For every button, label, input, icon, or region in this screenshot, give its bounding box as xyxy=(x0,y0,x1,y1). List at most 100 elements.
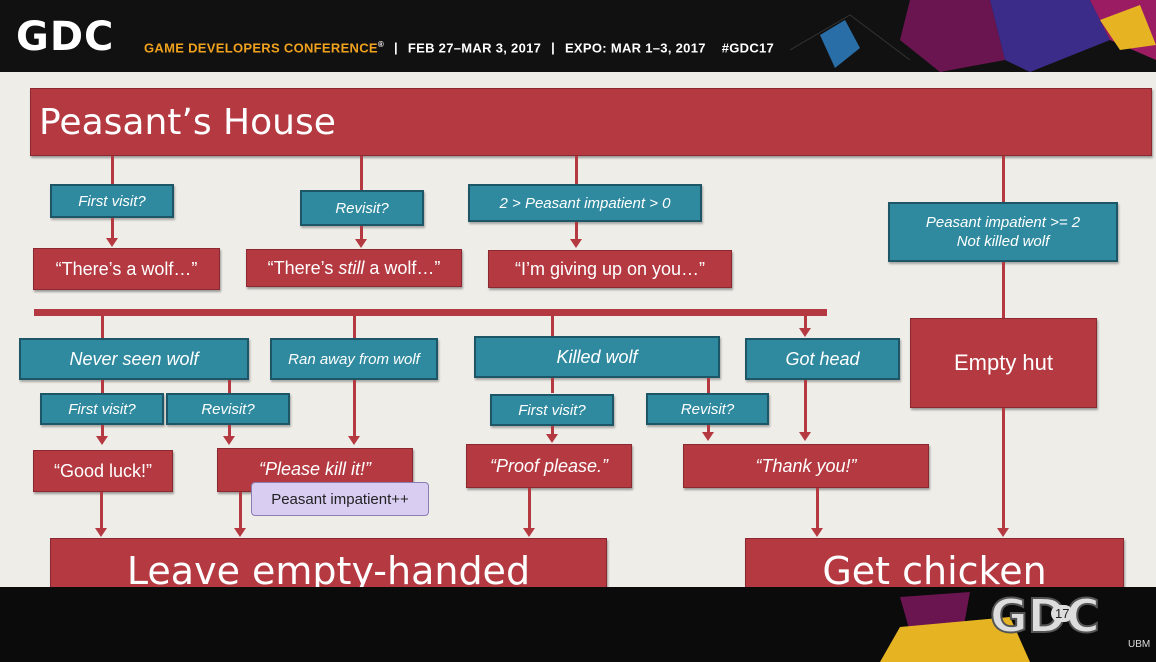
condition-label: 2 > Peasant impatient > 0 xyxy=(499,194,671,212)
response-text-suffix: a wolf…” xyxy=(364,257,441,278)
arrow-head xyxy=(523,528,535,537)
connector-line xyxy=(101,316,104,338)
banner-info: GAME DEVELOPERS CONFERENCE® | FEB 27–MAR… xyxy=(144,40,775,56)
gdc-logo: GDC xyxy=(16,14,115,60)
outcome-label: Empty hut xyxy=(953,350,1054,375)
condition-label: Revisit? xyxy=(335,199,389,217)
expo-dates: EXPO: MAR 1–3, 2017 xyxy=(564,40,706,56)
outcome-label: Get chicken xyxy=(822,549,1047,587)
conference-banner: GDC GAME DEVELOPERS CONFERENCE® | FEB 27… xyxy=(0,0,1156,72)
connector-line xyxy=(816,488,819,528)
state-ran-away: Ran away from wolf xyxy=(270,338,438,380)
response-theres-still-a-wolf: “There’s still a wolf…” xyxy=(246,249,462,287)
connector-line xyxy=(228,380,231,393)
arrow-head xyxy=(96,436,108,445)
footer-gdc-logo: GDC xyxy=(989,588,1101,644)
state-got-head: Got head xyxy=(745,338,900,380)
condition-first-visit: First visit? xyxy=(490,394,614,426)
connector-line xyxy=(1002,262,1005,318)
arrow-head xyxy=(799,328,811,337)
response-text: “I’m giving up on you…” xyxy=(514,258,706,279)
condition-impatient-high: Peasant impatient >= 2 Not killed wolf xyxy=(888,202,1118,262)
footer-sponsor: UBM xyxy=(1128,639,1151,650)
footer: GDC 17 UBM xyxy=(0,587,1156,662)
arrow-head xyxy=(546,434,558,443)
connector-line xyxy=(101,425,104,436)
page-title: Peasant’s House xyxy=(39,101,336,143)
connector-line xyxy=(551,378,554,393)
condition-revisit: Revisit? xyxy=(300,190,424,226)
arrow-head xyxy=(223,436,235,445)
connector-line xyxy=(111,156,114,184)
condition-label: First visit? xyxy=(518,401,586,419)
state-label: Ran away from wolf xyxy=(288,350,420,368)
connector-line xyxy=(239,492,242,528)
connector-line xyxy=(360,226,363,239)
arrow-head xyxy=(348,436,360,445)
condition-label: First visit? xyxy=(68,400,136,418)
arrow-head xyxy=(570,239,582,248)
conference-name: GAME DEVELOPERS CONFERENCE xyxy=(144,40,378,56)
connector-line xyxy=(100,492,103,528)
note-text: Peasant impatient++ xyxy=(271,490,409,508)
state-label: Killed wolf xyxy=(556,346,638,367)
response-text: “Thank you!” xyxy=(755,455,857,476)
condition-label: Peasant impatient >= 2 xyxy=(925,214,1081,231)
hashtag: #GDC17 xyxy=(721,40,775,56)
response-giving-up: “I’m giving up on you…” xyxy=(488,250,732,288)
connector-line xyxy=(353,316,356,338)
outcome-leave-empty-handed: Leave empty-handed xyxy=(50,538,607,587)
condition-first-visit: First visit? xyxy=(50,184,174,218)
connector-line xyxy=(575,156,578,184)
connector-line xyxy=(551,426,554,434)
outcome-get-chicken: Get chicken xyxy=(745,538,1124,587)
condition-revisit: Revisit? xyxy=(166,393,290,425)
condition-impatient-range: 2 > Peasant impatient > 0 xyxy=(468,184,702,222)
condition-revisit: Revisit? xyxy=(646,393,769,425)
state-label: Got head xyxy=(785,348,860,369)
impatience-note: Peasant impatient++ xyxy=(251,482,429,516)
branch-bar xyxy=(34,309,827,316)
condition-label: Revisit? xyxy=(680,400,735,418)
connector-line xyxy=(551,316,554,336)
connector-line xyxy=(101,380,104,393)
condition-label: Not killed wolf xyxy=(956,233,1050,250)
state-label: Never seen wolf xyxy=(69,348,199,369)
connector-line xyxy=(353,380,356,436)
state-killed-wolf: Killed wolf xyxy=(474,336,720,378)
conference-dates: FEB 27–MAR 3, 2017 xyxy=(407,40,542,56)
condition-label: Revisit? xyxy=(201,400,255,418)
empty-hut: Empty hut xyxy=(910,318,1097,408)
connector-line xyxy=(804,316,807,328)
arrow-head xyxy=(702,432,714,441)
response-text-emphasis: still xyxy=(338,257,365,278)
title-bar: Peasant’s House xyxy=(30,88,1152,156)
response-thank-you: “Thank you!” xyxy=(683,444,929,488)
footer-decoration-graphic xyxy=(880,592,1030,662)
response-text: “Proof please.” xyxy=(489,455,609,476)
footer-year-badge: 17 xyxy=(1051,605,1074,622)
banner-decoration-graphic xyxy=(790,0,1156,72)
arrow-head xyxy=(106,238,118,247)
response-text: “There’s a wolf…” xyxy=(55,258,198,279)
arrow-head xyxy=(799,432,811,441)
connector-line xyxy=(360,156,363,190)
connector-line xyxy=(707,378,710,393)
arrow-head xyxy=(95,528,107,537)
connector-line xyxy=(228,425,231,436)
connector-line xyxy=(1002,156,1005,202)
slide: Peasant’s House First visit? Revisit? 2 … xyxy=(0,72,1156,587)
connector-line xyxy=(528,488,531,528)
connector-line xyxy=(707,425,710,432)
condition-label: First visit? xyxy=(78,192,146,210)
arrow-head xyxy=(355,239,367,248)
outcome-label: Leave empty-handed xyxy=(126,549,531,587)
connector-line xyxy=(111,218,114,238)
arrow-head xyxy=(811,528,823,537)
response-good-luck: “Good luck!” xyxy=(33,450,173,492)
arrow-head xyxy=(234,528,246,537)
response-theres-a-wolf: “There’s a wolf…” xyxy=(33,248,220,290)
connector-line xyxy=(575,222,578,239)
connector-line xyxy=(1002,408,1005,528)
response-proof-please: “Proof please.” xyxy=(466,444,632,488)
